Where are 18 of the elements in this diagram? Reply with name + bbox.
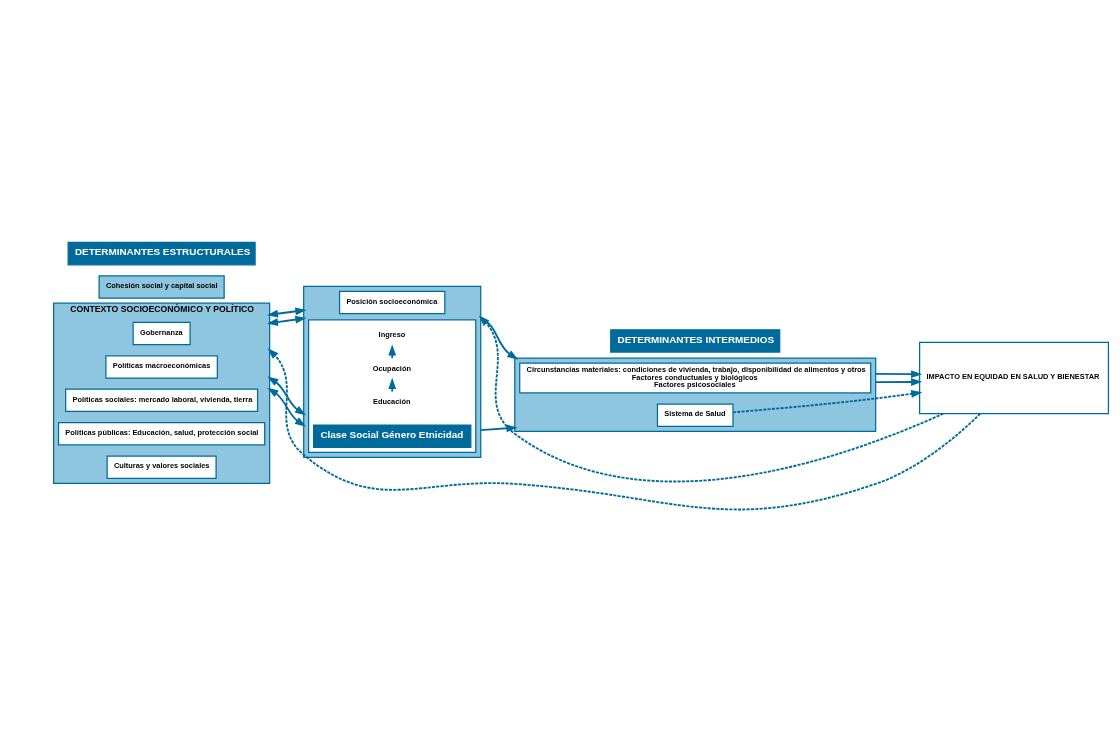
arrow xyxy=(732,389,923,414)
arrow xyxy=(478,315,945,483)
arrow xyxy=(479,424,518,433)
arrow xyxy=(266,315,307,326)
arrow xyxy=(479,316,519,360)
arrow xyxy=(266,307,307,318)
arrow xyxy=(267,387,307,427)
node-box: DETERMINANTES INTERMEDIOS xyxy=(610,329,781,353)
arrow xyxy=(267,376,307,416)
cluster xyxy=(308,319,477,453)
cluster xyxy=(303,285,482,458)
arrow xyxy=(874,378,923,386)
arrow xyxy=(874,370,923,378)
arrow xyxy=(388,377,397,393)
node-box: Clase Social Género Etnicidad xyxy=(312,424,472,448)
cluster xyxy=(514,357,877,432)
node-box: DETERMINANTES ESTRUCTURALES xyxy=(67,241,256,266)
arrow xyxy=(267,348,982,511)
